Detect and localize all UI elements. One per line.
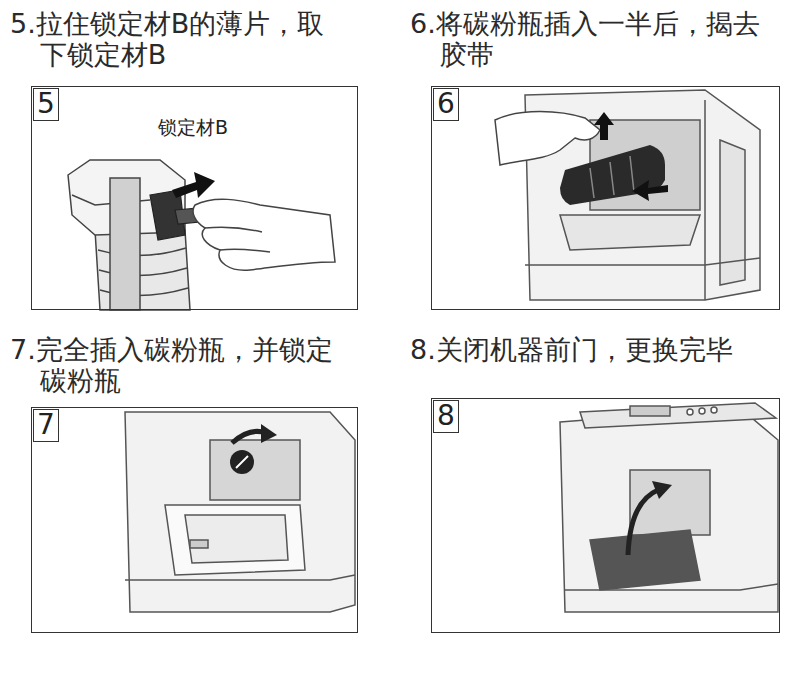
step-heading: 8.关闭机器前门，更换完毕 [410,334,778,365]
door-arrow [628,481,672,555]
part-label: 锁定材B [158,116,228,139]
printer-body [125,575,355,580]
printer-body [580,403,776,428]
step-heading: 7.完全插入碳粉瓶，并锁定碳粉瓶 [10,334,355,396]
toner-bottle [560,145,665,205]
panel-frame [31,407,358,633]
direction-arrow [632,180,668,201]
hand [193,199,335,270]
printer-body [687,409,693,415]
lock-knob [230,424,277,474]
lock-knob [261,424,277,443]
lock-piece [150,190,200,240]
hand [495,112,600,166]
printer-body [165,505,305,575]
step-number: 8 [437,399,455,432]
printer-body [560,408,778,612]
printer-body [565,584,778,590]
door-arrow [652,481,672,499]
toner-bottle [590,156,634,198]
printer-body [630,406,670,416]
step-number-box: 7 [33,409,59,442]
printer-body [190,540,208,548]
printer-body [560,215,700,250]
printer-body [185,515,288,563]
lock-knob [230,450,254,474]
direction-arrow [594,112,614,140]
lock-knob [236,456,248,468]
step-number-box: 6 [433,88,459,121]
step-number: 7 [37,408,55,441]
door-arrow [628,490,658,555]
printer-body [210,440,300,500]
hand [495,112,600,166]
pull-arrow [172,172,215,198]
printer-body [699,408,705,414]
pull-arrow [172,172,215,198]
toner-bottle [110,178,140,310]
printer-body [704,100,706,300]
hand [205,227,262,232]
printer-body [711,407,717,413]
direction-arrow [594,112,668,201]
step-heading: 5.拉住锁定材B的薄片，取下锁定材B [10,8,348,70]
step-number-box: 8 [433,400,459,433]
step-panel: 6.将碳粉瓶插入一半后，揭去胶带6 [410,8,780,70]
lock-knob [232,431,266,443]
hand [193,199,335,270]
panel-frame [431,398,780,633]
step-panel: 5.拉住锁定材B的薄片，取下锁定材B5 [10,8,358,70]
panel-frame [431,86,780,310]
printer-body [525,258,760,265]
printer-body [560,403,778,612]
step-panel: 7.完全插入碳粉瓶，并锁定碳粉瓶7 [10,334,358,396]
step-number: 6 [437,87,455,120]
step-number: 5 [37,87,55,120]
printer-body [590,530,700,590]
toner-bottle [68,160,190,310]
step-number-box: 5 [33,88,59,121]
printer-body [125,412,355,612]
printer-body [125,412,355,612]
hand [220,249,270,252]
step-heading: 6.将碳粉瓶插入一半后，揭去胶带 [410,8,778,70]
step-panel: 8.关闭机器前门，更换完毕8 [410,334,780,365]
toner-bottle [560,145,665,205]
